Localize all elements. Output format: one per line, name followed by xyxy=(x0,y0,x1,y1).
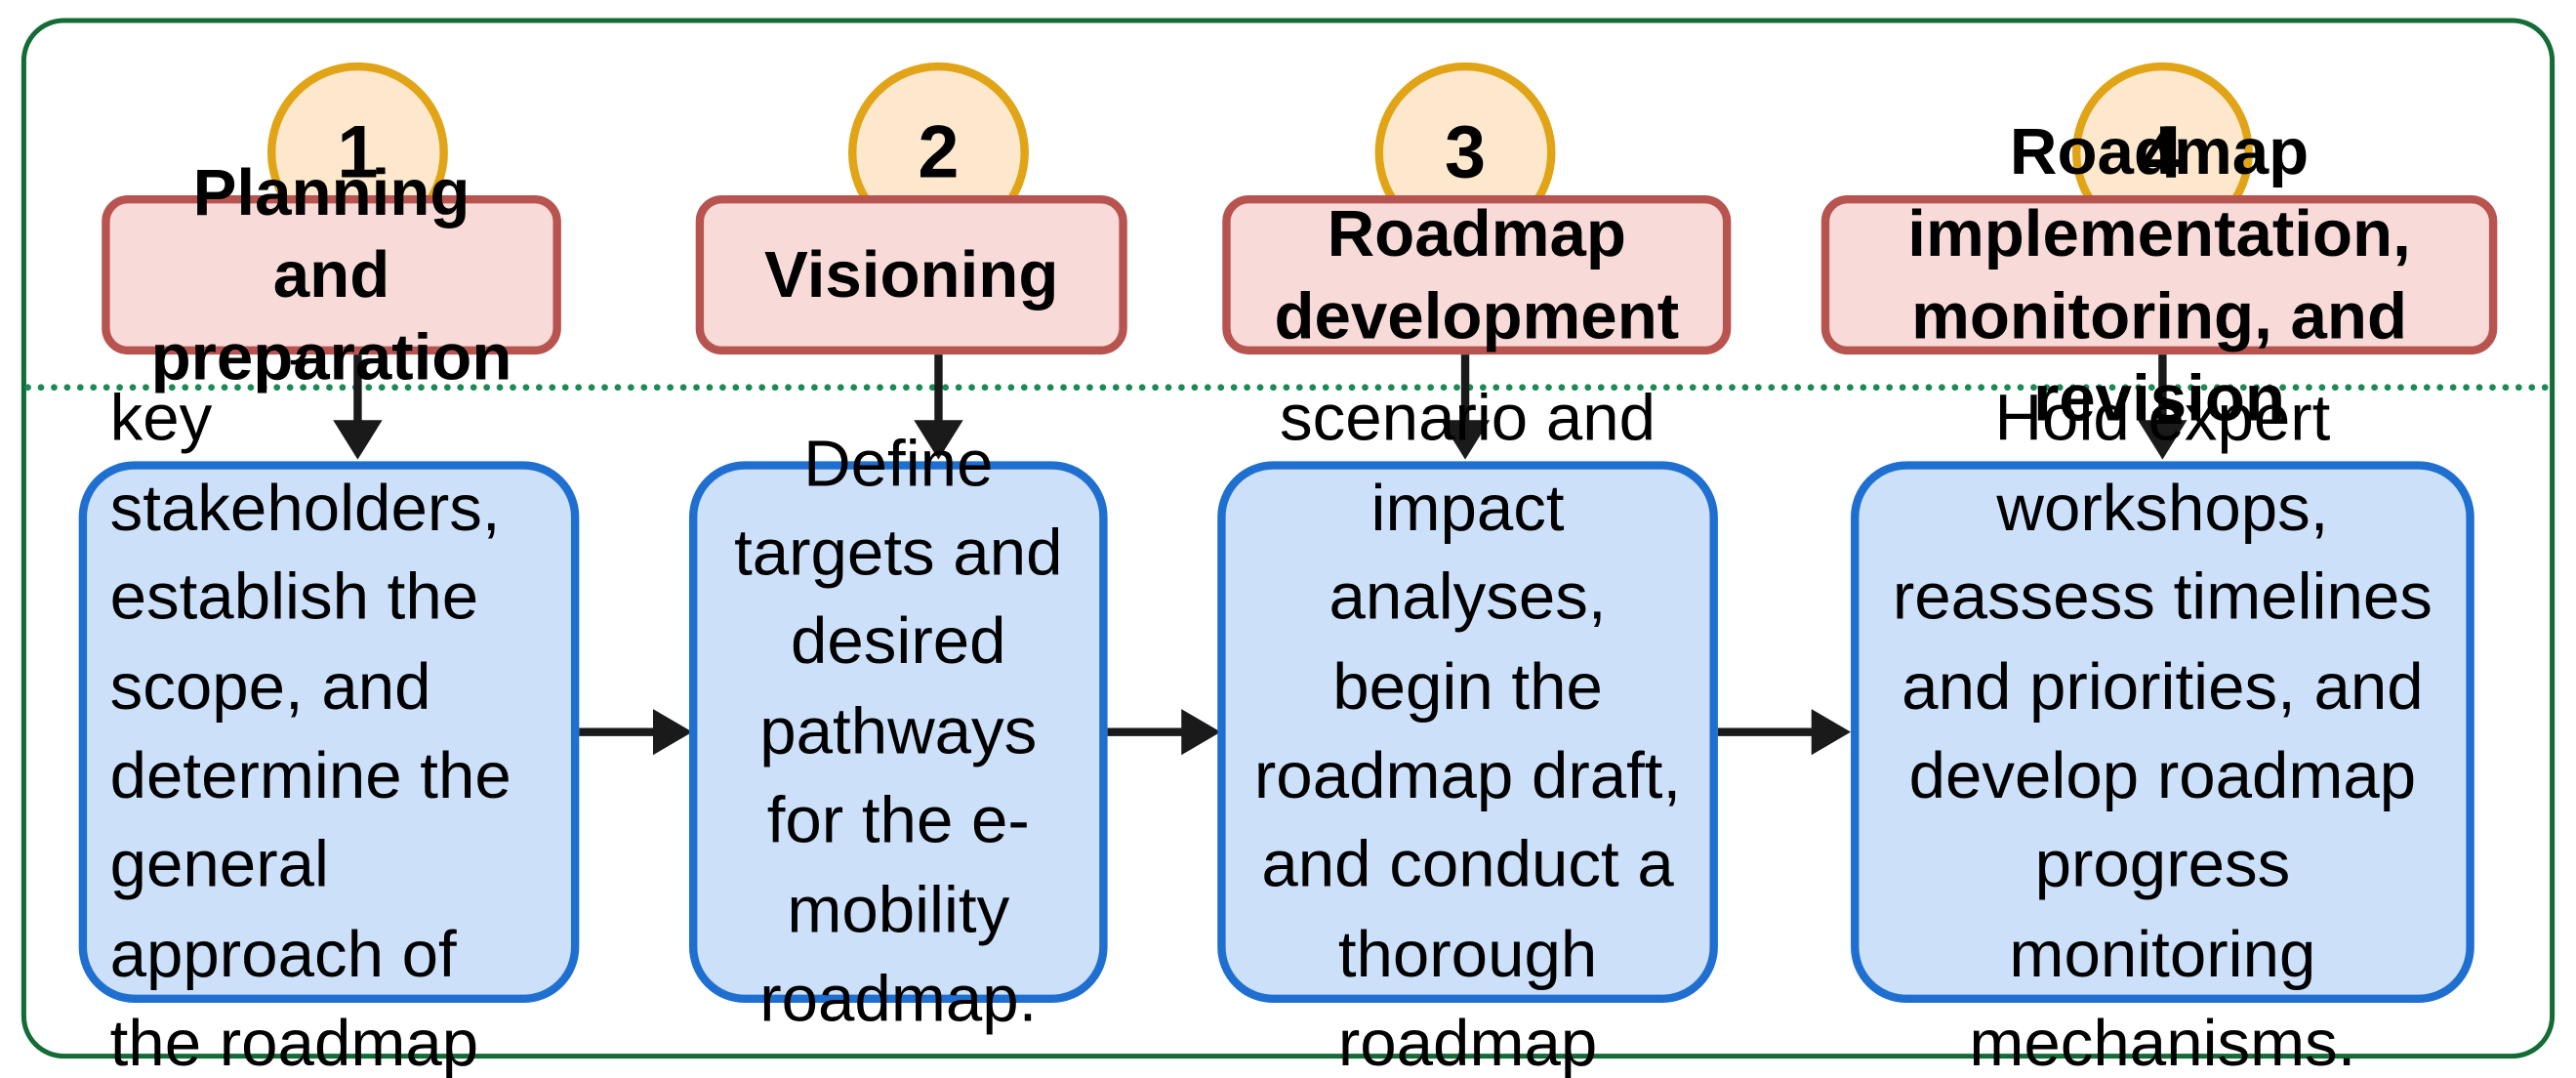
description-box-4[interactable]: Hold expert workshops, reassess timeline… xyxy=(1851,383,2474,1078)
description-text-1: Identify the key stakeholders, establish… xyxy=(109,294,511,1078)
phase-divider-line xyxy=(24,384,2552,392)
stage-box-1[interactable]: Planning and preparation xyxy=(102,157,561,394)
description-text-4: Hold expert workshops, reassess timeline… xyxy=(1892,383,2433,1078)
vertical-connector-arrow-4 xyxy=(2113,354,2212,461)
flow-arrow-1-to-2 xyxy=(579,683,694,781)
stage-label-3: Roadmap development xyxy=(1274,197,1680,352)
stage-number-label-3: 3 xyxy=(1444,109,1487,194)
description-text-2: Define targets and desired pathways for … xyxy=(734,428,1063,1036)
description-box-1[interactable]: Identify the key stakeholders, establish… xyxy=(78,294,580,1078)
vertical-connector-arrow-2 xyxy=(889,354,988,461)
stage-box-2[interactable]: Visioning xyxy=(695,195,1127,355)
stage-label-4: Roadmap implementation, monitoring, and … xyxy=(1907,115,2411,435)
description-box-2[interactable]: Define targets and desired pathways for … xyxy=(688,428,1108,1036)
flow-arrow-2-to-3 xyxy=(1107,683,1223,781)
description-box-3[interactable]: Conduct scenario and impact analyses, be… xyxy=(1217,294,1718,1078)
stage-number-label-2: 2 xyxy=(918,109,960,194)
vertical-connector-arrow-1 xyxy=(308,354,407,461)
stage-box-4[interactable]: Roadmap implementation, monitoring, and … xyxy=(1820,116,2498,435)
description-text-3: Conduct scenario and impact analyses, be… xyxy=(1253,294,1682,1078)
flow-arrow-3-to-4 xyxy=(1717,683,1853,781)
stage-label-1: Planning and preparation xyxy=(150,156,512,394)
stage-number-label-4: 4 xyxy=(2142,109,2184,194)
stage-number-label-1: 1 xyxy=(337,109,379,194)
stage-box-3[interactable]: Roadmap development xyxy=(1222,195,1732,355)
diagram-outer-frame xyxy=(20,18,2556,1059)
stage-label-2: Visioning xyxy=(764,238,1059,311)
vertical-connector-arrow-3 xyxy=(1416,354,1515,461)
